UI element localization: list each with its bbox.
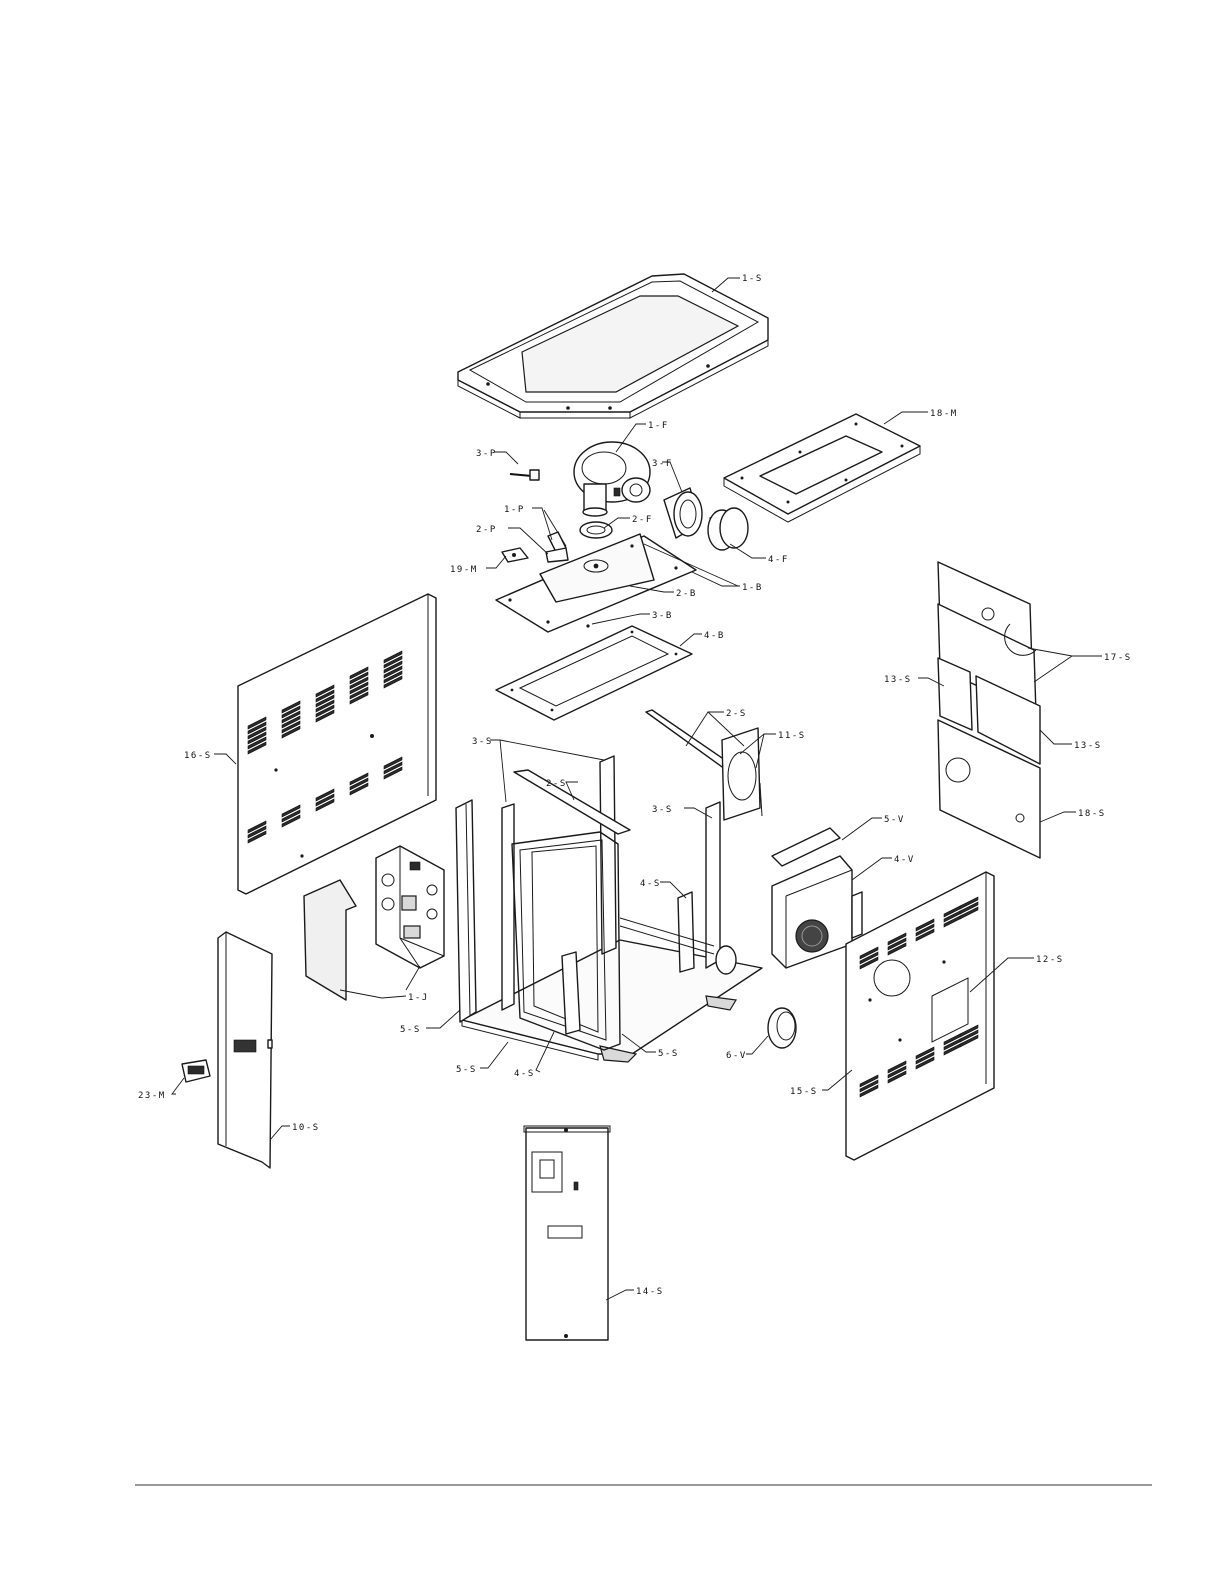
label-13-s-right: 13-S — [1074, 741, 1102, 751]
label-11-s: 11-S — [778, 731, 806, 741]
label-3-f: 3-F — [652, 459, 673, 469]
label-4-s-lower: 4-S — [514, 1069, 535, 1079]
label-14-s: 14-S — [636, 1287, 664, 1297]
label-1-s: 1-S — [742, 274, 763, 284]
label-2-s-top: 2-S — [726, 709, 747, 719]
label-3-b: 3-B — [652, 611, 673, 621]
label-5-s-left: 5-S — [400, 1025, 421, 1035]
label-15-s: 15-S — [790, 1087, 818, 1097]
label-2-b: 2-B — [676, 589, 697, 599]
right-panel-stack — [938, 562, 1040, 858]
pin-3p — [510, 470, 539, 480]
label-3-s-top: 3-S — [472, 737, 493, 747]
label-1-b: 1-B — [742, 583, 763, 593]
venturi-3f — [664, 488, 702, 538]
label-10-s: 10-S — [292, 1123, 320, 1133]
gasket-2f — [580, 522, 612, 538]
label-18-m: 18-M — [930, 409, 958, 419]
label-4-v: 4-V — [894, 855, 915, 865]
label-5-s-right: 5-S — [658, 1049, 679, 1059]
frame-assembly — [456, 756, 762, 1062]
label-2-p: 2-P — [476, 525, 497, 535]
label-5-s-lower: 5-S — [456, 1065, 477, 1075]
flange-18m — [724, 414, 920, 522]
label-2-f: 2-F — [632, 515, 653, 525]
bracket-19m — [502, 548, 528, 562]
connector-4f — [708, 508, 748, 550]
handle-23m — [182, 1060, 210, 1082]
label-13-s-left: 13-S — [884, 675, 912, 685]
gasket-4b — [496, 626, 692, 720]
label-23-m: 23-M — [138, 1091, 166, 1101]
label-2-s-frame: 2-S — [546, 779, 567, 789]
label-1-j: 1-J — [408, 993, 429, 1003]
label-4-f: 4-F — [768, 555, 789, 565]
label-5-v: 5-V — [884, 815, 905, 825]
rail-2s-11s — [646, 710, 762, 820]
label-19-m: 19-M — [450, 565, 478, 575]
label-4-s-upper: 4-S — [640, 879, 661, 889]
blower-assembly — [574, 442, 650, 516]
label-16-s: 16-S — [184, 751, 212, 761]
top-cover — [458, 274, 768, 418]
label-1-p: 1-P — [504, 505, 525, 515]
label-3-s-right: 3-S — [652, 805, 673, 815]
right-side-panel — [846, 872, 994, 1160]
junction-box — [304, 846, 444, 1000]
label-6-v: 6-V — [726, 1051, 747, 1061]
front-panel-14s — [524, 1126, 610, 1340]
label-18-s: 18-S — [1078, 809, 1106, 819]
label-3-p: 3-P — [476, 449, 497, 459]
label-1-f: 1-F — [648, 421, 669, 431]
label-12-s: 12-S — [1036, 955, 1064, 965]
vent-ring-6v — [768, 1008, 796, 1048]
bracket-1p — [546, 532, 568, 562]
label-17-s: 17-S — [1104, 653, 1132, 663]
front-door-10s — [218, 932, 272, 1168]
label-4-b: 4-B — [704, 631, 725, 641]
